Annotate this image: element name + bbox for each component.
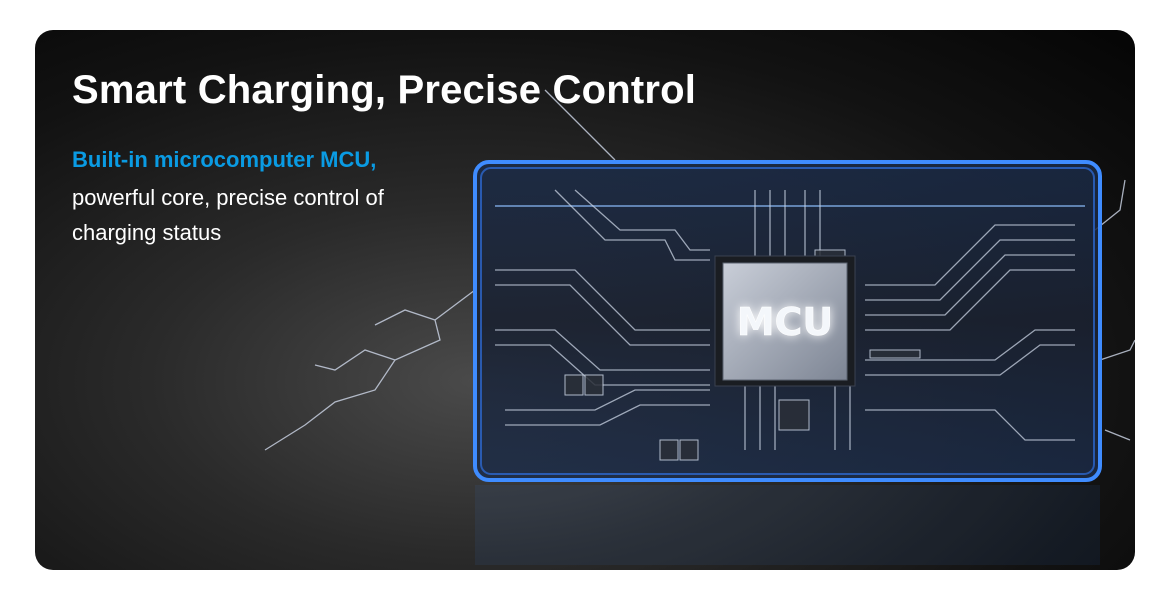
lightning-bolts bbox=[264, 89, 1135, 451]
components bbox=[564, 249, 921, 461]
headline: Smart Charging, Precise Control bbox=[72, 68, 697, 112]
banner-card: MCU Smart Charging, Precise Control Buil… bbox=[35, 30, 1135, 570]
chip-label: MCU bbox=[737, 300, 834, 344]
highlight-text: Built-in microcomputer MCU, bbox=[72, 147, 377, 172]
mcu-chip bbox=[722, 262, 848, 381]
device-illustration: MCU bbox=[264, 89, 1135, 565]
description: powerful core, precise control of chargi… bbox=[72, 185, 384, 245]
reflection bbox=[475, 485, 1100, 565]
circuit-traces bbox=[495, 189, 1075, 450]
